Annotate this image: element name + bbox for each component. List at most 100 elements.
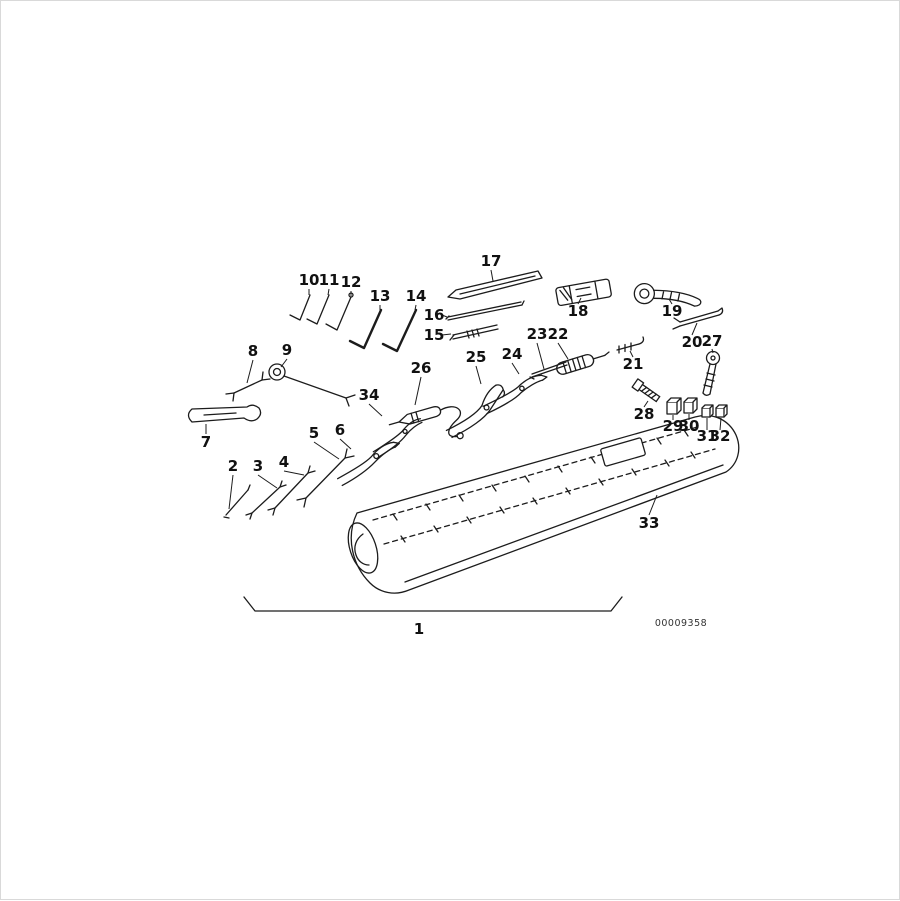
- tool-ring-handle-19: [633, 282, 702, 307]
- tool-nut-30: [683, 397, 698, 414]
- svg-text:25: 25: [466, 348, 487, 366]
- drawing-number: 00009358: [655, 618, 707, 629]
- svg-text:34: 34: [359, 386, 380, 404]
- tool-bit-15: [449, 324, 499, 341]
- svg-text:20: 20: [682, 333, 703, 351]
- tool-allen-key-12: [325, 292, 354, 331]
- svg-text:30: 30: [679, 417, 700, 435]
- callout-24: 24: [502, 345, 523, 375]
- tool-nut-32: [715, 404, 728, 418]
- tool-pliers-24: [482, 374, 548, 415]
- callout-25: 25: [466, 348, 487, 385]
- svg-text:13: 13: [370, 287, 391, 305]
- tool-allen-key-11: [306, 294, 330, 325]
- svg-text:12: 12: [341, 273, 362, 291]
- callout-19: 19: [662, 298, 683, 320]
- callout-34: 34: [359, 386, 383, 417]
- svg-text:22: 22: [548, 325, 569, 343]
- svg-text:19: 19: [662, 302, 683, 320]
- tool-allen-key-10: [289, 294, 311, 321]
- callout-13: 13: [370, 287, 391, 310]
- svg-text:23: 23: [527, 325, 548, 343]
- callout-1: 1: [414, 620, 424, 638]
- tool-roll-bag: [347, 414, 740, 594]
- svg-text:31: 31: [697, 427, 718, 445]
- callout-31: 31: [697, 418, 718, 445]
- callout-29: 29: [663, 415, 684, 435]
- callout-10: 10: [299, 271, 320, 295]
- svg-text:11: 11: [319, 271, 340, 289]
- callout-17: 17: [481, 252, 502, 282]
- tool-wrench-5: [296, 448, 355, 508]
- callout-18: 18: [568, 297, 589, 320]
- tool-screwdriver-17: [447, 270, 543, 300]
- svg-text:7: 7: [201, 433, 211, 451]
- svg-text:21: 21: [623, 355, 644, 373]
- tool-combination-wrench-9: [268, 363, 356, 407]
- svg-text:18: 18: [568, 302, 589, 320]
- tool-nut-31: [701, 404, 714, 418]
- svg-text:3: 3: [253, 457, 263, 475]
- callout-32: 32: [710, 417, 731, 445]
- callout-3: 3: [253, 457, 278, 489]
- svg-text:8: 8: [248, 342, 258, 360]
- svg-text:16: 16: [424, 306, 445, 324]
- svg-text:5: 5: [309, 424, 319, 442]
- tool-test-lamp-26: [388, 406, 464, 440]
- tool-nut-29: [666, 397, 682, 415]
- callout-33: 33: [639, 494, 660, 532]
- callout-27: 27: [702, 332, 723, 354]
- svg-text:17: 17: [481, 252, 502, 270]
- callout-23: 23: [527, 325, 548, 370]
- callout-26: 26: [411, 359, 432, 406]
- tool-flat-wrench-7: [187, 404, 262, 423]
- callout-9: 9: [280, 341, 292, 368]
- callout-8: 8: [246, 342, 258, 384]
- callout-4: 4: [279, 453, 305, 476]
- tool-l-wrench-14: [381, 308, 418, 353]
- callout-28: 28: [634, 400, 655, 423]
- tool-bolt-28: [631, 378, 661, 403]
- svg-text:26: 26: [411, 359, 432, 377]
- tool-wrench-4: [267, 465, 316, 516]
- callout-14: 14: [406, 287, 427, 311]
- tool-open-wrench-8: [225, 371, 271, 402]
- svg-text:24: 24: [502, 345, 523, 363]
- callout-21: 21: [623, 350, 644, 373]
- svg-text:27: 27: [702, 332, 723, 350]
- svg-text:32: 32: [710, 427, 731, 445]
- svg-text:15: 15: [424, 326, 445, 344]
- tool-pin-2: [223, 484, 251, 519]
- tool-spark-plug-socket-18: [555, 278, 612, 307]
- callout-12: 12: [341, 273, 362, 296]
- svg-text:2: 2: [228, 457, 238, 475]
- callout-2: 2: [228, 457, 238, 510]
- svg-text:29: 29: [663, 417, 684, 435]
- svg-text:4: 4: [279, 453, 289, 471]
- tool-ratchet-27: [702, 350, 721, 396]
- callout-6: 6: [335, 421, 352, 450]
- callout-30: 30: [679, 414, 700, 435]
- dimension-bracket: [243, 596, 623, 612]
- tool-small-wrench-20: [672, 307, 724, 330]
- svg-text:28: 28: [634, 405, 655, 423]
- callout-22: 22: [548, 325, 569, 360]
- callout-16: 16: [424, 306, 448, 324]
- svg-text:33: 33: [639, 514, 660, 532]
- callout-7: 7: [201, 424, 211, 451]
- svg-text:14: 14: [406, 287, 427, 305]
- callout-11: 11: [319, 271, 340, 296]
- svg-text:10: 10: [299, 271, 320, 289]
- svg-text:6: 6: [335, 421, 345, 439]
- tool-l-wrench-13: [348, 308, 383, 350]
- svg-text:9: 9: [282, 341, 292, 359]
- tool-wrench-3: [245, 480, 287, 520]
- tool-pliers-34: [372, 418, 423, 459]
- tool-handle-22: [556, 351, 610, 375]
- callout-5: 5: [309, 424, 340, 460]
- tool-rod-16: [445, 300, 525, 321]
- svg-text:1: 1: [414, 620, 424, 638]
- callout-15: 15: [424, 326, 452, 344]
